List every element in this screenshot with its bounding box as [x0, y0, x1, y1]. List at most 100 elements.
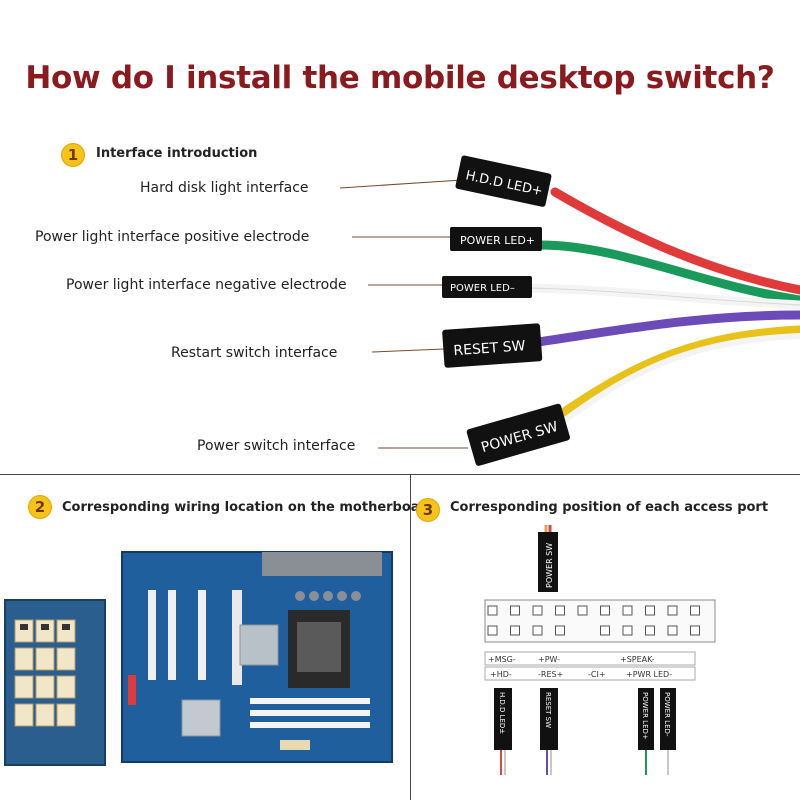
graphic-shape: [337, 591, 347, 601]
label-power-switch: Power switch interface: [197, 438, 356, 454]
graphic-shape: [295, 591, 305, 601]
graphic-shape: [297, 622, 341, 672]
bottom-label-reset: RESET SW: [544, 692, 552, 728]
graphic-shape: [35, 703, 55, 727]
graphic-shape: [484, 666, 696, 681]
graphic-shape: [442, 276, 532, 298]
graphic-shape: [14, 703, 34, 727]
step-1-badge: 1: [61, 143, 85, 167]
label-restart-switch: Restart switch interface: [171, 345, 338, 361]
connector-reset-sw-text: RESET SW: [453, 338, 526, 359]
header-pin: [555, 605, 565, 616]
motherboard: [121, 551, 393, 763]
header-pin: [510, 625, 520, 636]
connector-power-led-pos: POWER LED+: [450, 227, 542, 251]
pin-label-res: -RES+: [538, 670, 563, 679]
graphic-shape: [250, 710, 370, 716]
graphic-shape: [14, 619, 34, 643]
header-pin: [667, 605, 678, 616]
wire-green: [535, 240, 800, 305]
port-pinout-diagram: POWER SW +MSG- +PW- +SPEAK- +HD- -RES+ -…: [484, 525, 716, 775]
graphic-shape: [56, 703, 76, 727]
graphic-shape: [232, 590, 242, 685]
graphic-shape: [538, 532, 558, 592]
wire-white-2: [562, 333, 800, 423]
header-pin: [532, 605, 543, 616]
bottom-label-power-led-neg: POWER LED-: [663, 692, 671, 737]
graphic-shape: [198, 590, 206, 680]
graphic-shape: [148, 590, 206, 680]
graphic-shape: +MSG- +PW- +SPEAK- +HD- -RES+ -CI+ +PWR …: [484, 651, 696, 681]
section-divider-vertical: [410, 474, 411, 800]
header-pin: [645, 605, 655, 616]
graphic-shape: [14, 675, 34, 699]
graphic-shape: [466, 403, 570, 466]
step-3-badge: 3: [416, 498, 440, 522]
wire-red: [550, 187, 800, 295]
bottom-label-power-led-pos: POWER LED+: [641, 692, 649, 740]
connector-power-led-pos-text: POWER LED+: [460, 234, 535, 247]
connector-reset-sw: RESET SW: [442, 323, 543, 368]
label-hdd-led: Hard disk light interface: [140, 180, 309, 196]
header-pin: [510, 605, 520, 616]
graphic-shape: [484, 651, 696, 666]
graphic-shape: [525, 187, 800, 423]
graphic-shape: [309, 591, 319, 601]
wire-yellow: [555, 325, 800, 420]
graphic-shape: [56, 619, 76, 643]
label-power-led-positive: Power light interface positive electrode: [35, 229, 310, 245]
graphic-shape: [239, 624, 279, 666]
connector-power-led-pos-bottom: POWER LED+: [638, 688, 654, 775]
graphic-shape: [56, 675, 76, 699]
graphic-shape: [450, 227, 542, 251]
top-connector-label: POWER SW: [545, 543, 554, 588]
graphic-shape: [62, 624, 70, 630]
header-pin: [600, 605, 610, 616]
connector-power-led-neg-text: POWER LED–: [450, 283, 515, 294]
header-pin: [555, 625, 565, 636]
connector-illustration: H.D.D LED+ POWER LED+ POWER LED– RESET S…: [339, 155, 800, 466]
section-divider-horizontal: [0, 474, 800, 475]
header-pin: [690, 625, 700, 636]
graphic-shape: [56, 647, 76, 671]
pin-label-hd: +HD-: [490, 670, 512, 679]
graphic-shape: [181, 699, 221, 737]
section-1-title: Interface introduction: [96, 146, 258, 161]
pin-label-ci: -CI+: [588, 670, 606, 679]
pin-label-pwr-led: +PWR LED-: [626, 670, 672, 679]
section-2-title: Corresponding wiring location on the mot…: [62, 500, 436, 515]
wire-white-outline: [529, 287, 800, 306]
graphic-shape: [20, 624, 70, 630]
step-2-badge: 2: [28, 495, 52, 519]
graphic-shape: [14, 647, 34, 671]
graphic-shape: [262, 552, 382, 576]
connector-hdd-led: H.D.D LED+: [455, 155, 552, 207]
bottom-label-hdd: H.D.D LED±: [498, 692, 506, 734]
connector-power-sw: POWER SW: [466, 403, 570, 466]
graphic-shape: [250, 722, 370, 728]
graphic-shape: [494, 688, 512, 750]
header-pin: [600, 625, 610, 636]
pin-label-speak: +SPEAK-: [620, 655, 655, 664]
connector-hdd-led-bottom: H.D.D LED±: [494, 688, 512, 775]
bottom-connectors: H.D.D LED± RESET SW POWER LED+ POWER LED…: [494, 688, 676, 775]
graphic-shape: [148, 590, 156, 680]
pin-label-msg: +MSG-: [488, 655, 516, 664]
header-pin: [667, 625, 678, 636]
label-power-led-negative: Power light interface negative electrode: [66, 277, 347, 293]
page-title: How do I install the mobile desktop swit…: [25, 60, 775, 96]
leader-line-hdd: [339, 179, 463, 189]
header-pins-closeup: [4, 599, 106, 766]
graphic-shape: [4, 599, 106, 766]
pin-label-pw: +PW-: [538, 655, 560, 664]
graphic-shape: [540, 688, 558, 750]
header-pin: [622, 605, 633, 616]
graphic-shape: [35, 675, 55, 699]
graphic-shape: [442, 323, 543, 368]
graphic-shape: [295, 591, 361, 601]
graphic-shape: [250, 698, 370, 728]
graphic-shape: [14, 619, 76, 727]
graphic-shape: [20, 624, 28, 630]
graphic-shape: [638, 688, 654, 750]
graphic-shape: [41, 624, 49, 630]
